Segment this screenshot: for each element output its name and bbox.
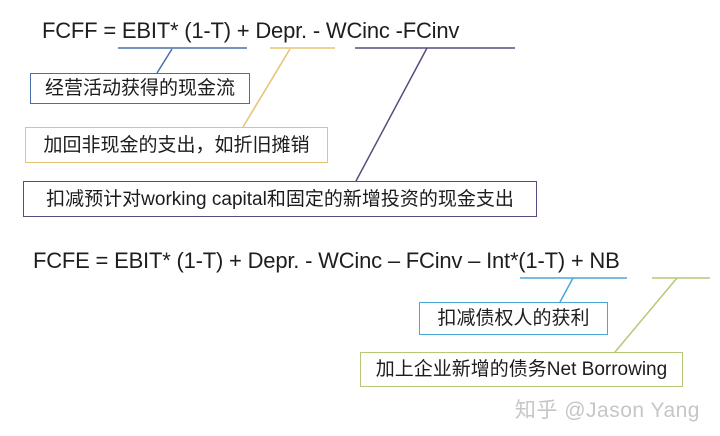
connector-non-cash-addback: [242, 47, 335, 128]
annotation-net-borrowing: 加上企业新增的债务Net Borrowing: [360, 352, 683, 387]
annotation-operating-cash-flow-label: 经营活动获得的现金流: [44, 78, 235, 99]
fcff-formula: FCFF = EBIT* (1-T) + Depr. - WCinc -FCin…: [42, 18, 460, 43]
connector-net-borrowing: [614, 277, 710, 353]
connector-capital-investment: [355, 47, 515, 182]
leader-non-cash-addback: [242, 48, 291, 128]
leader-net-borrowing: [614, 277, 678, 353]
annotation-non-cash-addback: 加回非现金的支出，如折旧摊销: [25, 127, 328, 163]
connector-creditor-gains: [520, 277, 627, 303]
annotation-creditor-gains-label: 扣减债权人的获利: [437, 308, 590, 329]
leader-capital-investment: [355, 47, 428, 182]
annotation-capital-investment: 扣减预计对working capital和固定的新增投资的现金支出: [23, 181, 537, 217]
annotation-capital-investment-label: 扣减预计对working capital和固定的新增投资的现金支出: [46, 188, 514, 210]
fcfe-formula: FCFE = EBIT* (1-T) + Depr. - WCinc – FCi…: [33, 248, 620, 273]
annotation-operating-cash-flow: 经营活动获得的现金流: [30, 73, 250, 104]
annotation-non-cash-addback-label: 加回非现金的支出，如折旧摊销: [43, 134, 310, 156]
leader-creditor-gains: [559, 277, 574, 303]
annotation-creditor-gains: 扣减债权人的获利: [419, 302, 608, 335]
connector-operating-cash-flow: [118, 47, 247, 74]
zhihu-watermark: 知乎 @Jason Yang: [514, 399, 700, 422]
leader-operating-cash-flow: [156, 48, 173, 74]
annotation-net-borrowing-label: 加上企业新增的债务Net Borrowing: [375, 359, 668, 380]
